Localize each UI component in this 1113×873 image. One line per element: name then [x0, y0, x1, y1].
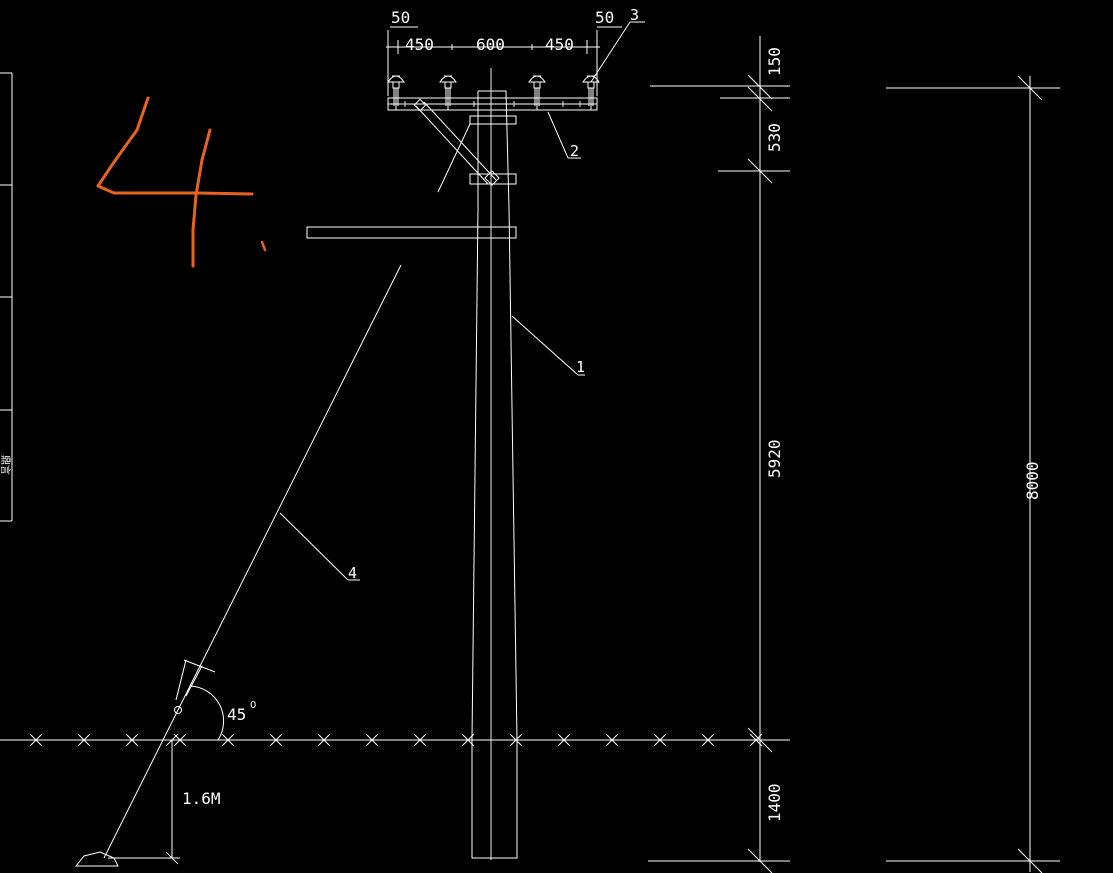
pole [471, 68, 518, 860]
ground-hatch [557, 733, 571, 747]
ground-hatch [413, 733, 427, 747]
angle-degree-text: 0 [250, 700, 256, 711]
dim-overall-8000: 8000 [1023, 461, 1042, 500]
insulators [387, 75, 600, 110]
left-frame-ticks [0, 72, 13, 522]
part-label-4: 4 [348, 564, 357, 582]
anchor-depth-dimension [108, 733, 180, 865]
ground-hatch [317, 733, 331, 747]
dim-vertical-530: 530 [765, 123, 784, 152]
anchor-depth-text: 1.6M [182, 789, 221, 808]
dim-top-50-left: 50 [391, 8, 410, 27]
dim-vertical-1400: 1400 [765, 783, 784, 822]
ground-hatch [701, 733, 715, 747]
part-label-3: 3 [630, 6, 639, 24]
part-label-2: 2 [570, 142, 579, 160]
insulator [528, 75, 546, 110]
dim-top-600: 600 [476, 35, 505, 54]
part-label-leaders [279, 21, 645, 581]
ground-hatch [173, 733, 187, 747]
handwritten-annotation [96, 96, 267, 268]
vertical-dimension-chain [648, 36, 790, 873]
ground-hatch [269, 733, 283, 747]
ground-hatch [653, 733, 667, 747]
angle-text: 45 [227, 705, 246, 724]
ground-hatch [29, 733, 43, 747]
ground-hatch [77, 733, 91, 747]
ground-hatch [605, 733, 619, 747]
ground-hatch [509, 733, 523, 747]
lower-cross-arm [306, 226, 517, 239]
overall-dimension [886, 75, 1060, 873]
dim-top-450-right: 450 [545, 35, 574, 54]
ground-hatch [125, 733, 139, 747]
top-dimension-line [386, 26, 622, 96]
guy-wire [74, 264, 402, 867]
ground-hatch [221, 733, 235, 747]
part-label-1: 1 [576, 358, 585, 376]
ground-hatch [365, 733, 379, 747]
insulator [439, 75, 457, 110]
insulator [387, 75, 405, 110]
left-edge-text: 鼎言 [0, 455, 12, 475]
dim-top-50-right: 50 [595, 8, 614, 27]
ground-line [0, 733, 790, 747]
dim-vertical-5920: 5920 [765, 439, 784, 478]
cross-arm [387, 97, 598, 193]
dim-top-450-left: 450 [405, 35, 434, 54]
dim-vertical-150: 150 [765, 47, 784, 76]
